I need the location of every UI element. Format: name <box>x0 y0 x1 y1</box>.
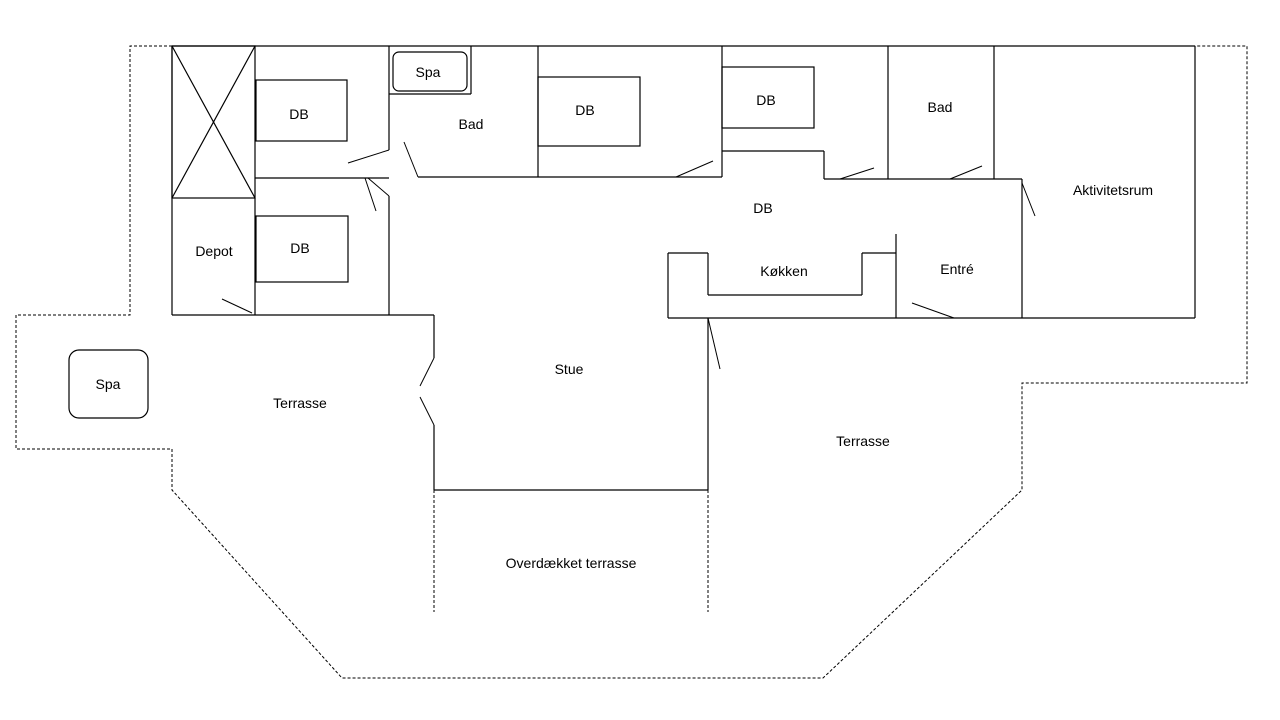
room-label-terrasse-west: Terrasse <box>273 395 327 411</box>
building-walls <box>171 45 1196 491</box>
room-label-db-4: DB <box>290 240 309 256</box>
terrace-boundary <box>15 45 1248 679</box>
room-label-db-1: DB <box>289 106 308 122</box>
room-label-spa-outdoor: Spa <box>96 376 121 392</box>
room-label-db-hall: DB <box>753 200 772 216</box>
spa-tub-indoor <box>392 51 468 92</box>
room-label-bad-2: Bad <box>928 99 953 115</box>
room-label-depot: Depot <box>195 243 232 259</box>
room-label-spa-indoor: Spa <box>416 64 441 80</box>
room-label-stue: Stue <box>555 361 584 377</box>
room-label-db-3: DB <box>756 92 775 108</box>
room-label-bad-1: Bad <box>459 116 484 132</box>
room-label-aktivitetsrum: Aktivitetsrum <box>1073 182 1153 198</box>
room-label-entre: Entré <box>940 261 974 277</box>
room-label-koekken: Køkken <box>760 263 807 279</box>
spa-tub-outdoor <box>68 349 149 419</box>
room-label-terrasse-east: Terrasse <box>836 433 890 449</box>
room-label-db-2: DB <box>575 102 594 118</box>
door-swings <box>221 141 1036 426</box>
room-label-overdaekket-terrasse: Overdækket terrasse <box>506 555 637 571</box>
